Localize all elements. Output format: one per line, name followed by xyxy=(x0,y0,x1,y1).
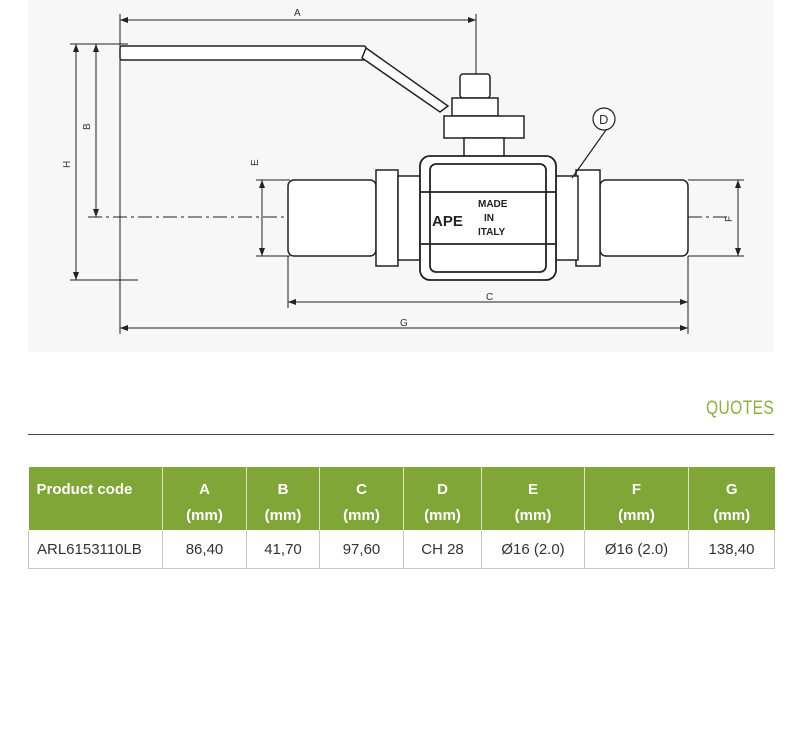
dim-label-g: G xyxy=(400,318,408,329)
made-in-italy-stamp: APE MADE IN ITALY xyxy=(432,199,508,238)
dim-label-e: E xyxy=(250,159,261,166)
valve-handle xyxy=(119,45,450,113)
valve-body xyxy=(419,155,557,281)
callout-d: D xyxy=(571,107,616,179)
callout-d-label: D xyxy=(599,112,608,127)
quotes-table: Product code A(mm) B(mm) C(mm) D(mm) E(m… xyxy=(28,467,775,569)
cell-e: Ø16 (2.0) xyxy=(481,530,585,569)
cell-f: Ø16 (2.0) xyxy=(584,530,689,569)
cell-b: 41,70 xyxy=(246,530,320,569)
svg-text:ITALY: ITALY xyxy=(478,227,506,238)
valve-technical-drawing: A B H E F C G D APE MADE IN ITALY xyxy=(28,0,774,352)
left-press-fitting xyxy=(287,169,421,267)
dim-label-h: H xyxy=(62,161,73,168)
svg-text:IN: IN xyxy=(484,213,494,224)
header-e: E(mm) xyxy=(481,467,585,530)
section-divider xyxy=(28,434,774,435)
svg-text:MADE: MADE xyxy=(478,199,508,210)
header-c: C(mm) xyxy=(319,467,404,530)
valve-stem xyxy=(443,73,525,161)
cell-product-code: ARL6153110LB xyxy=(28,530,163,569)
dim-label-b: B xyxy=(82,123,93,130)
header-f: F(mm) xyxy=(584,467,689,530)
header-d: D(mm) xyxy=(403,467,482,530)
section-title-quotes: QUOTES xyxy=(705,398,774,419)
cell-c: 97,60 xyxy=(319,530,404,569)
cell-d: CH 28 xyxy=(403,530,482,569)
table-header-row: Product code A(mm) B(mm) C(mm) D(mm) E(m… xyxy=(28,467,775,530)
cell-g: 138,40 xyxy=(688,530,775,569)
header-b: B(mm) xyxy=(246,467,320,530)
valve-drawing-svg: A B H E F C G D APE MADE IN ITALY xyxy=(62,8,744,334)
header-product-code: Product code xyxy=(28,467,163,530)
dim-label-c: C xyxy=(486,292,493,303)
dim-label-a: A xyxy=(294,8,301,19)
right-press-fitting xyxy=(555,169,689,267)
header-a: A(mm) xyxy=(162,467,247,530)
cell-a: 86,40 xyxy=(162,530,247,569)
svg-text:APE: APE xyxy=(432,213,463,230)
dim-label-f: F xyxy=(724,216,735,222)
table-row: ARL6153110LB 86,40 41,70 97,60 CH 28 Ø16… xyxy=(28,530,775,569)
header-g: G(mm) xyxy=(688,467,775,530)
